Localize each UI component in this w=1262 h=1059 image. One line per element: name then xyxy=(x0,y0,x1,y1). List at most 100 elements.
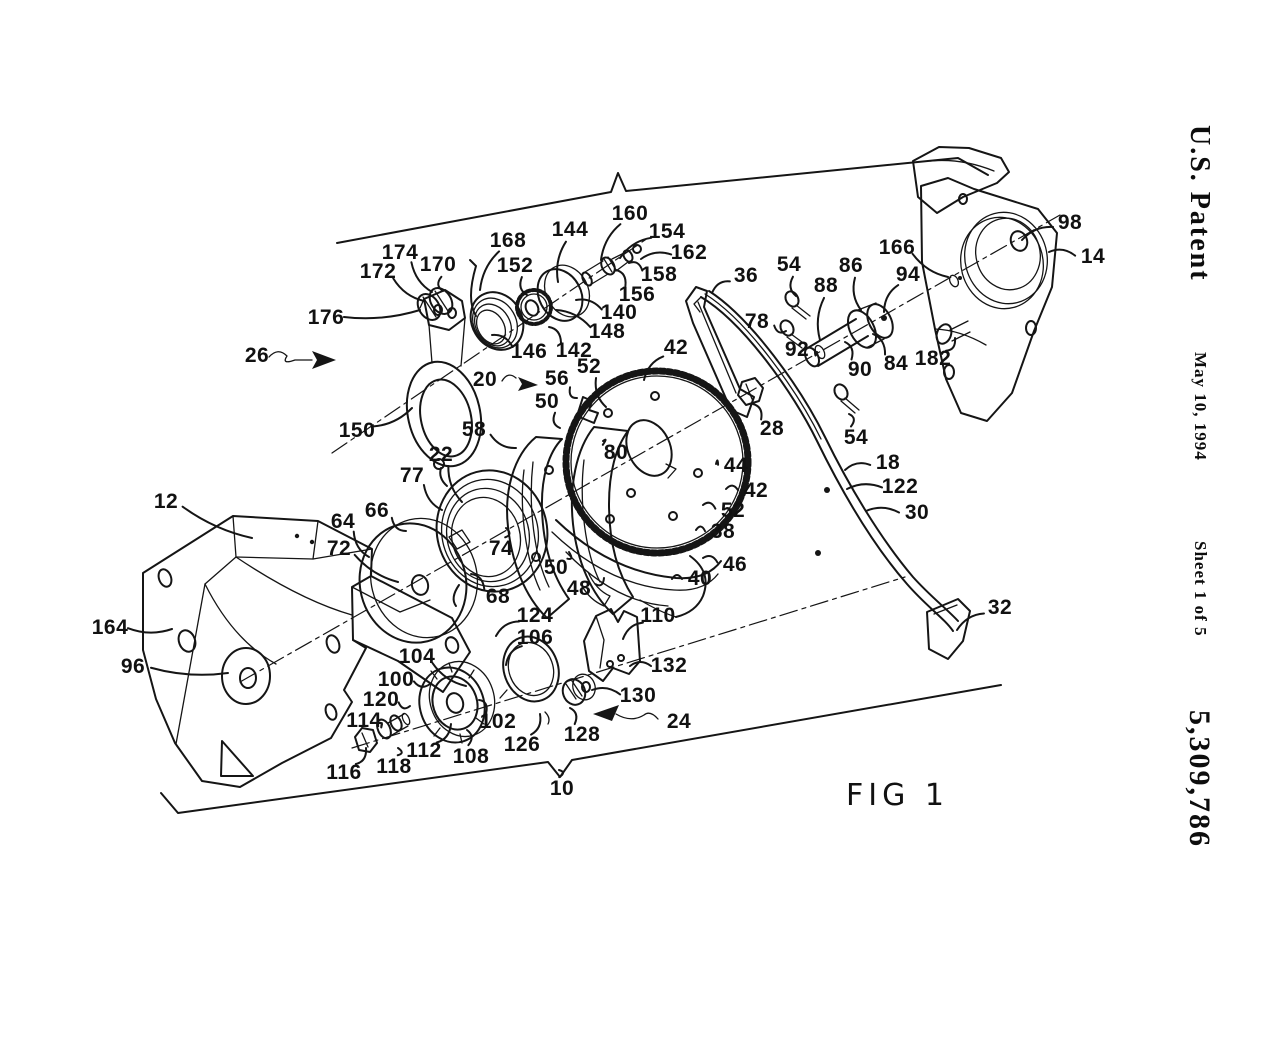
part-label-142: 142 xyxy=(555,339,593,362)
leader-line-14 xyxy=(1048,248,1077,257)
part-label-114: 114 xyxy=(346,709,382,732)
part-label-176: 176 xyxy=(307,306,345,329)
part-label-14: 14 xyxy=(1080,245,1106,268)
leader-line-164 xyxy=(126,627,173,634)
part-label-72: 72 xyxy=(326,537,352,560)
leader-line-36 xyxy=(711,280,731,294)
leader-line-68 xyxy=(470,573,486,591)
shaft-assembly-84 xyxy=(803,302,894,368)
part-label-156: 156 xyxy=(618,283,656,306)
leader-line-42 xyxy=(643,355,665,381)
patent-number: 5,309,786 xyxy=(1183,710,1216,848)
part-label-110: 110 xyxy=(640,604,676,627)
part-label-108: 108 xyxy=(452,745,490,768)
part-label-170: 170 xyxy=(419,253,457,276)
leader-line-90 xyxy=(844,341,854,361)
leader-line-130 xyxy=(591,686,622,696)
leader-line-94 xyxy=(883,284,900,313)
anchor-bracket-110 xyxy=(583,608,641,682)
part-label-50: 50 xyxy=(534,390,560,413)
leader-line-182 xyxy=(945,337,957,352)
part-label-140: 140 xyxy=(600,301,638,324)
ring-plate-150 xyxy=(405,289,483,468)
leader-line-114 xyxy=(380,721,383,729)
part-label-30: 30 xyxy=(904,501,930,524)
part-label-168: 168 xyxy=(489,229,527,252)
leader-line-54 xyxy=(848,413,855,428)
part-label-38: 38 xyxy=(710,520,736,543)
part-label-12: 12 xyxy=(153,490,179,513)
part-label-172: 172 xyxy=(359,260,397,283)
part-label-120: 120 xyxy=(362,688,400,711)
leader-line-104 xyxy=(431,662,467,687)
part-label-24: 24 xyxy=(666,710,692,733)
leader-line-84 xyxy=(872,333,887,356)
leader-line-156 xyxy=(615,269,627,287)
leader-line-40 xyxy=(671,574,683,580)
part-label-56: 56 xyxy=(544,367,570,390)
leader-line-38 xyxy=(695,525,707,533)
leader-line-122 xyxy=(846,483,884,490)
part-label-166: 166 xyxy=(878,236,916,259)
part-label-22: 22 xyxy=(428,443,454,466)
patent-date: May 10, 1994 xyxy=(1191,352,1210,461)
part-label-106: 106 xyxy=(516,626,554,649)
part-label-96: 96 xyxy=(120,655,146,678)
leader-line-56 xyxy=(568,386,578,400)
part-label-78: 78 xyxy=(744,310,770,333)
leader-line-112 xyxy=(435,723,452,744)
leader-line-124 xyxy=(495,620,520,637)
cover-plates xyxy=(551,519,722,618)
leader-line-158 xyxy=(628,261,644,272)
part-label-144: 144 xyxy=(551,218,589,241)
part-label-102: 102 xyxy=(479,710,517,733)
part-label-100: 100 xyxy=(377,668,415,691)
part-label-160: 160 xyxy=(611,202,649,225)
leader-line-116 xyxy=(354,747,368,765)
hex-slug-28 xyxy=(737,377,764,406)
part-label-88: 88 xyxy=(813,274,839,297)
clutch-hub-152 xyxy=(515,264,591,326)
leader-line-88 xyxy=(816,296,826,341)
part-label-98: 98 xyxy=(1057,211,1083,234)
mount-bracket-14 xyxy=(920,177,1058,422)
leader-line-50 xyxy=(566,551,573,560)
leader-line-110 xyxy=(622,621,644,640)
leader-line-42 xyxy=(725,484,740,492)
leader-line-100 xyxy=(412,680,431,688)
carriage-bolt-116 xyxy=(354,712,411,753)
leader-line-140 xyxy=(575,298,603,311)
part-label-26: 26 xyxy=(244,344,270,367)
leader-line-32 xyxy=(956,612,985,631)
sheet-info: Sheet 1 of 5 xyxy=(1191,541,1210,637)
part-label-32: 32 xyxy=(987,596,1013,619)
part-label-164: 164 xyxy=(91,616,129,639)
part-label-44: 44 xyxy=(723,454,749,477)
leader-line-132 xyxy=(629,661,652,667)
leader-line-10 xyxy=(558,769,565,779)
leader-line-92 xyxy=(813,350,818,357)
part-label-152: 152 xyxy=(496,254,534,277)
leader-lines xyxy=(126,223,1077,779)
part-label-128: 128 xyxy=(563,723,601,746)
part-label-174: 174 xyxy=(381,241,419,264)
leader-line-48 xyxy=(594,577,605,587)
leader-line-162 xyxy=(640,251,673,260)
arrow-26 xyxy=(268,351,336,369)
part-label-146: 146 xyxy=(510,340,548,363)
part-label-66: 66 xyxy=(364,499,390,522)
part-label-40: 40 xyxy=(687,567,713,590)
leader-line-86 xyxy=(852,276,862,311)
part-label-148: 148 xyxy=(588,320,626,343)
retainer-ring-106 xyxy=(499,635,560,725)
leader-line-150 xyxy=(372,407,413,428)
arrow-24 xyxy=(593,705,659,721)
figure-caption: FIG 1 xyxy=(846,778,949,813)
starter-shaft-160 xyxy=(581,244,642,287)
leader-line-160 xyxy=(600,223,622,261)
arrow-20 xyxy=(501,374,538,391)
part-label-122: 122 xyxy=(881,475,919,498)
part-label-154: 154 xyxy=(648,220,686,243)
